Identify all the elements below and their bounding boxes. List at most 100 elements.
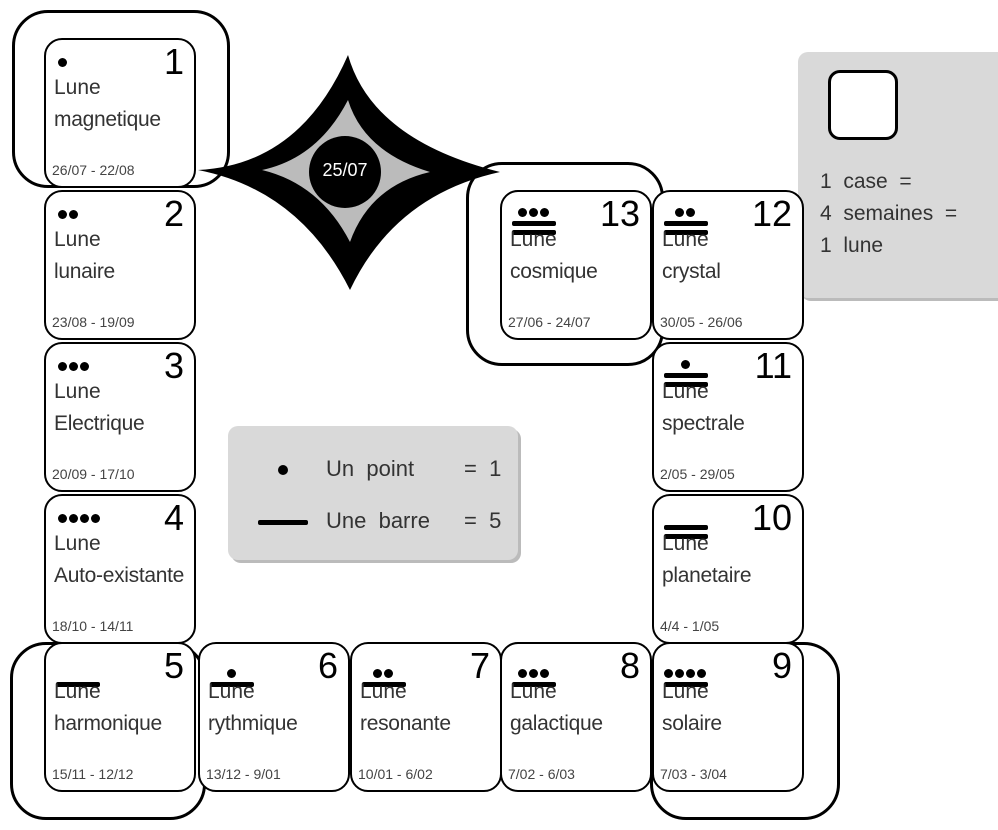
glyph-dot-icon [80, 514, 89, 523]
glyph-dot-icon [681, 360, 690, 369]
moon-number: 5 [164, 646, 184, 686]
glyph-bar-icon [512, 221, 556, 226]
moon-dates: 2/05 - 29/05 [660, 466, 735, 482]
moon-dates: 10/01 - 6/02 [358, 766, 433, 782]
moon-number: 13 [600, 194, 640, 234]
glyph-dot-icon [69, 514, 78, 523]
glyph-dot-icon [384, 669, 393, 678]
glyph-bar-icon [664, 525, 708, 530]
moon-name: Auto-existante [54, 564, 184, 588]
scale-line-1: 1 case = [820, 170, 912, 194]
legend-dot-icon [278, 465, 288, 475]
legend-point-value: = 1 [464, 456, 501, 482]
moon-number: 6 [318, 646, 338, 686]
moon-label: Lune [208, 680, 255, 704]
glyph-dot-icon [58, 362, 67, 371]
empty-square-icon [828, 70, 898, 140]
glyph-dot-icon [373, 669, 382, 678]
moon-number: 4 [164, 498, 184, 538]
moon-number: 1 [164, 42, 184, 82]
moon-dates: 20/09 - 17/10 [52, 466, 135, 482]
moon-dates: 13/12 - 9/01 [206, 766, 281, 782]
glyph-dot-icon [518, 208, 527, 217]
moon-label: Lune [662, 380, 709, 404]
moon-label: Lune [54, 680, 101, 704]
moon-number: 3 [164, 346, 184, 386]
moon-label: Lune [662, 228, 709, 252]
moon-number: 7 [470, 646, 490, 686]
glyph-dot-icon [80, 362, 89, 371]
glyph-dot-icon [529, 208, 538, 217]
glyph-dot-icon [518, 669, 527, 678]
moon-label: Lune [54, 228, 101, 252]
scale-line-2: 4 semaines = [820, 202, 957, 226]
glyph-dot-icon [69, 210, 78, 219]
glyph-dot-icon [529, 669, 538, 678]
moon-dates: 15/11 - 12/12 [52, 766, 133, 782]
moon-name: galactique [510, 712, 603, 736]
moon-label: Lune [510, 680, 557, 704]
moon-dates: 7/02 - 6/03 [508, 766, 575, 782]
glyph-dot-icon [58, 210, 67, 219]
glyph-dot-icon [675, 208, 684, 217]
moon-label: Lune [54, 76, 101, 100]
glyph-dot-icon [58, 58, 67, 67]
moon-name: spectrale [662, 412, 745, 436]
scale-line-3: 1 lune [820, 234, 883, 258]
moon-label: Lune [54, 532, 101, 556]
glyph-dot-icon [540, 669, 549, 678]
moon-dates: 7/03 - 3/04 [660, 766, 727, 782]
moon-dates: 26/07 - 22/08 [52, 162, 135, 178]
moon-number: 2 [164, 194, 184, 234]
moon-label: Lune [510, 228, 557, 252]
moon-name: resonante [360, 712, 451, 736]
moon-name: cosmique [510, 260, 597, 284]
legend-point-label: Un point [326, 456, 414, 482]
legend-bar-icon [258, 520, 308, 525]
moon-label: Lune [360, 680, 407, 704]
glyph-dot-icon [675, 669, 684, 678]
glyph-dot-icon [69, 362, 78, 371]
glyph-dot-icon [58, 514, 67, 523]
legend-bar-label: Une barre [326, 508, 430, 534]
glyph-dot-icon [227, 669, 236, 678]
moon-number: 12 [752, 194, 792, 234]
moon-number: 11 [755, 346, 792, 386]
scale-panel: 1 case = 4 semaines = 1 lune [798, 52, 998, 298]
moon-dates: 27/06 - 24/07 [508, 314, 591, 330]
glyph-dot-icon [540, 208, 549, 217]
moon-name: Electrique [54, 412, 144, 436]
center-date-label: 25/07 [305, 160, 385, 181]
moon-label: Lune [662, 680, 709, 704]
glyph-dot-icon [91, 514, 100, 523]
glyph-dot-icon [686, 669, 695, 678]
glyph-bar-icon [664, 373, 708, 378]
moon-number: 9 [772, 646, 792, 686]
moon-dates: 30/05 - 26/06 [660, 314, 743, 330]
moon-dates: 4/4 - 1/05 [660, 618, 719, 634]
moon-card-6: 6Lunerythmique13/12 - 9/01 [198, 642, 350, 792]
legend-bar-value: = 5 [464, 508, 501, 534]
moon-card-8: 8Lune galactique 7/02 - 6/03 [500, 642, 652, 792]
moon-dates: 18/10 - 14/11 [52, 618, 133, 634]
glyph-dot-icon [697, 669, 706, 678]
moon-name: magnetique [54, 108, 161, 132]
moon-name: solaire [662, 712, 722, 736]
legend-panel: Un point = 1 Une barre = 5 [228, 426, 518, 560]
moon-number: 10 [752, 498, 792, 538]
moon-name: lunaire [54, 260, 115, 284]
glyph-bar-icon [664, 221, 708, 226]
moon-number: 8 [620, 646, 640, 686]
moon-name: crystal [662, 260, 721, 284]
glyph-dot-icon [664, 669, 673, 678]
